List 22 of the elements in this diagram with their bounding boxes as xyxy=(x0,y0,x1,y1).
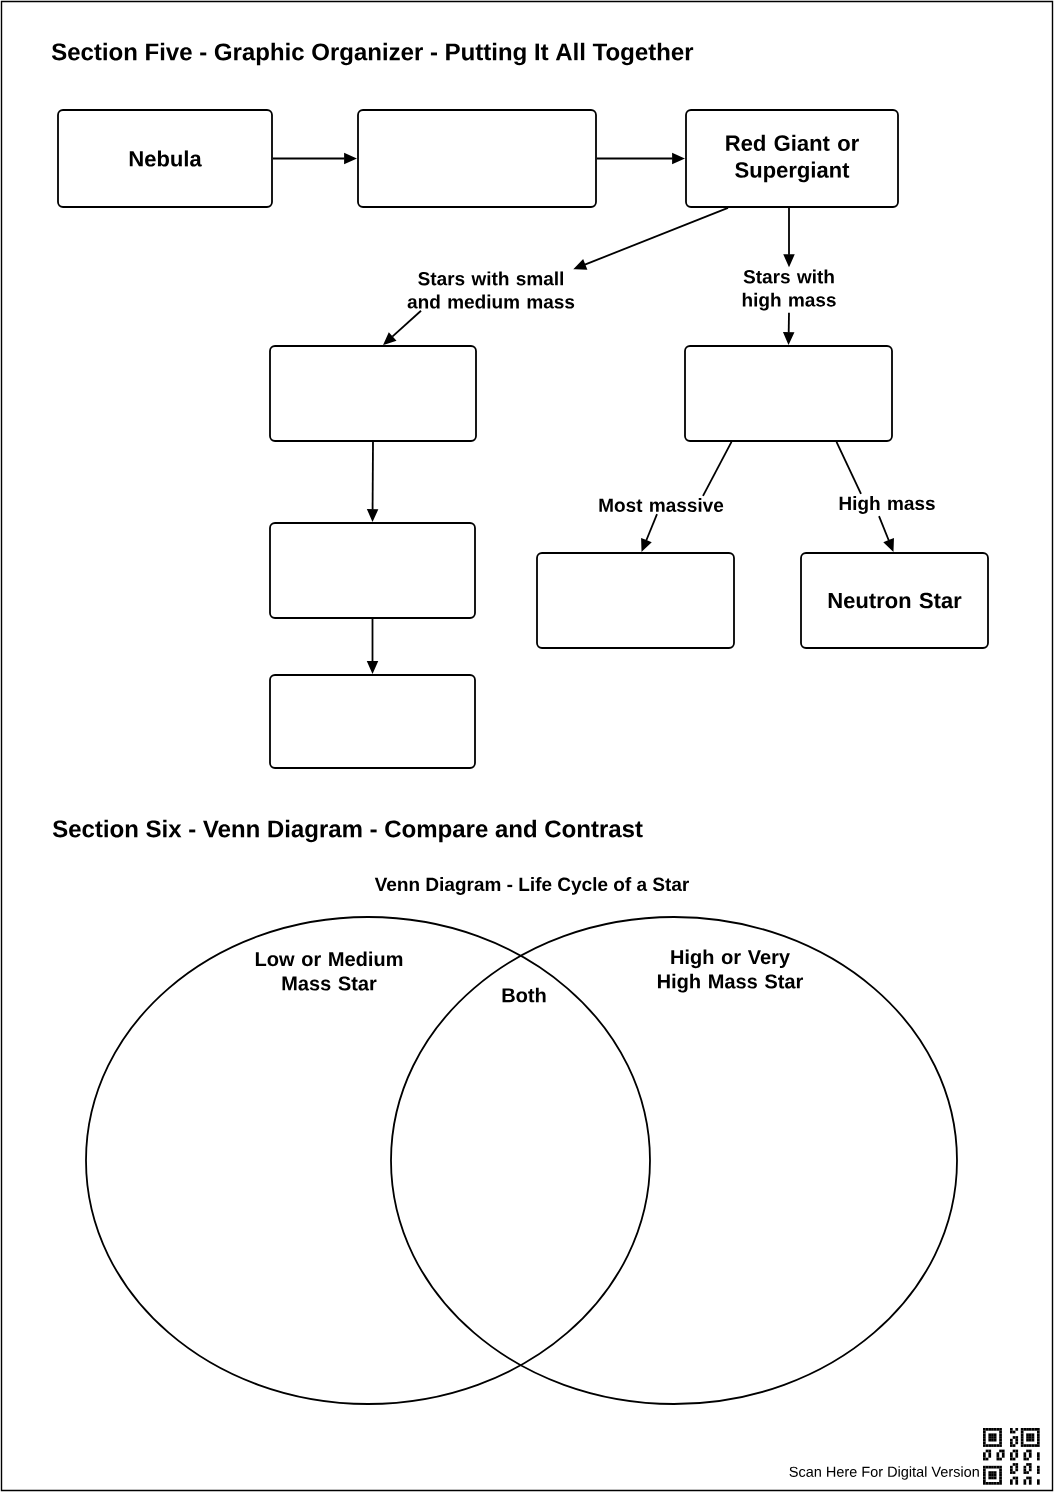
answer-box xyxy=(269,345,477,442)
connector-line xyxy=(835,441,862,495)
branch-label: Stars with small and medium mass xyxy=(407,271,575,309)
process-box: Neutron Star xyxy=(800,552,989,649)
answer-box xyxy=(269,522,476,619)
section-heading: Section Five - Graphic Organizer - Putting It All Together xyxy=(51,42,694,66)
circle-label: High or Very High Mass Star xyxy=(658,949,804,993)
answer-box xyxy=(536,552,735,649)
circle-label: Low or Medium Mass Star xyxy=(255,951,403,991)
footer-note: Scan Here For Digital Version xyxy=(789,1466,979,1480)
overlap-label: Both xyxy=(502,987,546,1003)
answer-box xyxy=(269,674,476,769)
answer-box xyxy=(684,345,893,442)
branch-label: High mass xyxy=(839,496,935,514)
connector-line xyxy=(702,441,733,497)
section-heading: Section Six - Venn Diagram - Compare and Contrast xyxy=(52,819,643,843)
process-box: Nebula xyxy=(57,109,273,208)
branch-label: Most massive xyxy=(599,498,724,512)
process-box: Red Giant or Supergiant xyxy=(685,109,899,208)
subheading: Venn Diagram - Life Cycle of a Star xyxy=(374,877,689,895)
answer-box xyxy=(357,109,597,208)
branch-label: Stars with high mass xyxy=(742,269,836,311)
